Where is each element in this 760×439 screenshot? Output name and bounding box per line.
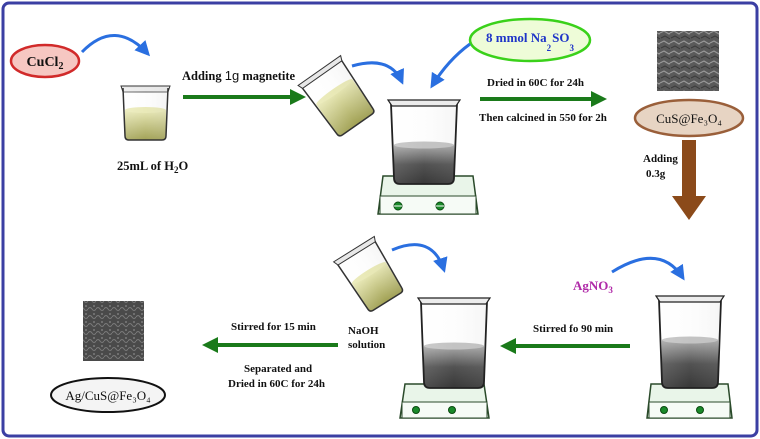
add-agno3-arrow	[611, 257, 685, 281]
arrow-to-calcination	[480, 91, 607, 107]
pour-arrow-1	[351, 61, 404, 85]
cucl2-reagent: CuCl2	[9, 43, 81, 79]
cucl2-label: CuCl2	[27, 55, 64, 72]
arrow-down-brown	[672, 140, 706, 220]
tilted-beaker-magnetite	[297, 54, 375, 137]
adding-magnetite-label: Adding 1g magnetite	[182, 68, 296, 83]
na2so3-reagent: 8 mmol Na2SO3	[468, 17, 592, 63]
pour-arrow-naoh	[391, 243, 448, 273]
sem-image-ag-cus-fe3o4	[83, 301, 144, 361]
stirrer-beaker-right	[646, 295, 733, 419]
beaker-water	[120, 85, 171, 141]
adding-0-3g-line1: Adding	[643, 153, 678, 165]
separated-label-line1: Separated and	[244, 363, 312, 375]
naoh-label-line2: solution	[348, 339, 385, 351]
arrow-to-mixer	[183, 89, 306, 105]
final-product: Ag/CuS@Fe₃O₄	[50, 377, 166, 413]
stirred-90-label: Stirred fo 90 min	[533, 323, 613, 335]
adding-0-3g-line2: 0.3g	[646, 168, 666, 180]
arrow-left-to-final	[202, 337, 338, 353]
tilted-beaker-naoh	[332, 235, 404, 312]
add-cucl2-arrow	[80, 34, 151, 57]
naoh-label-line1: NaOH	[348, 325, 379, 337]
intermediate-product: CuS@Fe₃O₄	[633, 98, 745, 138]
sem-image-cus-fe3o4	[657, 31, 719, 91]
stirrer-beaker-middle	[399, 297, 492, 419]
intermediate-product-label: CuS@Fe₃O₄	[656, 111, 722, 126]
dried-label-1: Dried in 60C for 24h	[487, 77, 584, 89]
water-label: 25mL of H2O	[117, 159, 188, 175]
separated-label-line2: Dried in 60C for 24h	[228, 378, 325, 390]
arrow-left-to-middle	[500, 338, 630, 354]
na2so3-label: 8 mmol Na2SO3	[486, 30, 575, 53]
add-na2so3-arrow	[430, 42, 471, 89]
calcined-label: Then calcined in 550 for 2h	[479, 112, 607, 124]
agno3-label: AgNO3	[573, 278, 613, 295]
stirred-15-label: Stirred for 15 min	[231, 321, 316, 333]
stirrer-beaker-top	[377, 99, 479, 215]
final-product-label: Ag/CuS@Fe₃O₄	[65, 388, 151, 403]
